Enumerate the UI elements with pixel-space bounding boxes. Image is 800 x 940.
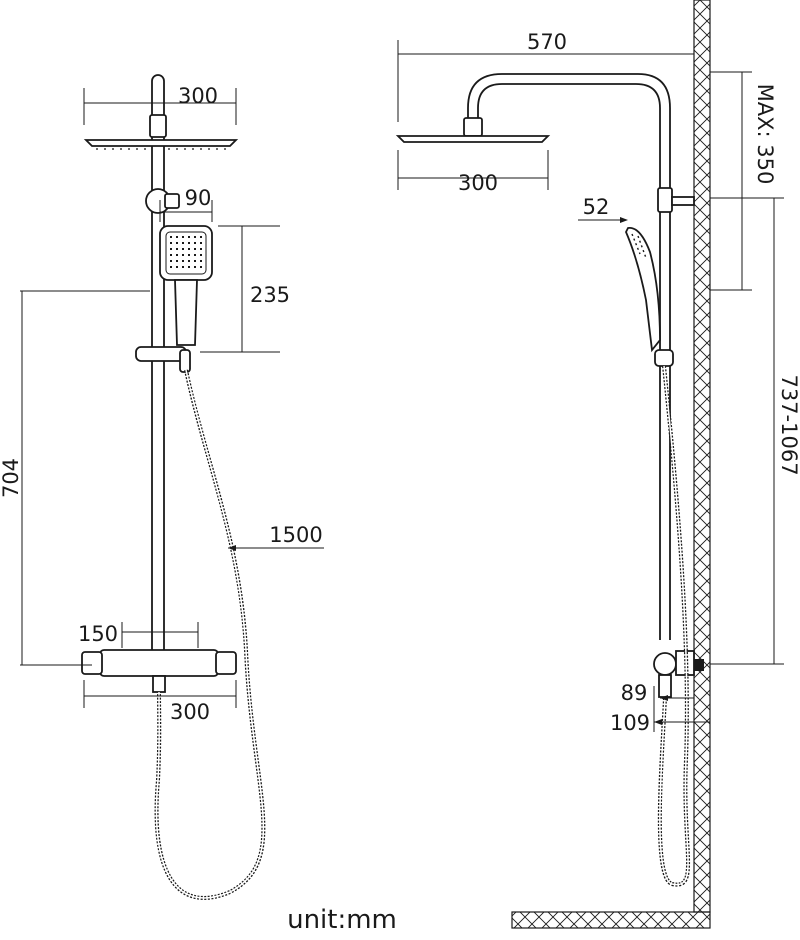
dim-head-width-side: 300	[458, 171, 498, 195]
rain-head-side	[395, 135, 551, 143]
valve-knob-left	[81, 651, 103, 675]
unit-label: unit:mm	[287, 905, 397, 935]
lower-valve-side	[653, 652, 677, 676]
dim-wall-offset-max: 109	[610, 711, 650, 735]
dim-handset-length: 235	[250, 283, 290, 307]
dim-height-range: 737-1067	[777, 374, 800, 475]
dim-valve-width: 300	[170, 700, 210, 724]
dim-outlet-height: 704	[0, 458, 23, 498]
rain-head-front	[83, 139, 239, 147]
riser-pipe	[151, 74, 165, 656]
front-dimensions: 300 90 235 704 1500 150 300	[0, 84, 324, 724]
dim-handset-width: 90	[185, 186, 212, 210]
wall-section	[693, 0, 711, 913]
front-view	[81, 74, 266, 900]
dim-handset-depth: 52	[583, 195, 610, 219]
dim-hose-length: 1500	[269, 523, 322, 547]
side-view	[395, 0, 711, 929]
shower-arm	[467, 73, 671, 640]
shower-hose-front	[154, 369, 266, 900]
upper-wall-bracket	[657, 187, 673, 213]
handset-handle	[174, 279, 198, 346]
dim-wall-offset-min: 89	[621, 681, 648, 705]
dim-max-adjust: MAX: 350	[753, 84, 777, 185]
handset-front	[159, 225, 213, 281]
dim-head-width-front: 300	[178, 84, 218, 108]
dim-inlet-spacing: 150	[78, 622, 118, 646]
shower-hose-side	[657, 365, 691, 887]
handset-nozzles	[165, 231, 207, 275]
thermostatic-valve	[99, 649, 219, 677]
dim-arm-reach: 570	[527, 30, 567, 54]
handset-side	[625, 227, 661, 353]
floor-section	[511, 911, 711, 929]
side-dimensions: 570 300 52 MAX: 350 737-1067 89 109	[397, 30, 800, 736]
valve-knob-right	[215, 651, 237, 675]
slide-holder	[135, 346, 187, 362]
